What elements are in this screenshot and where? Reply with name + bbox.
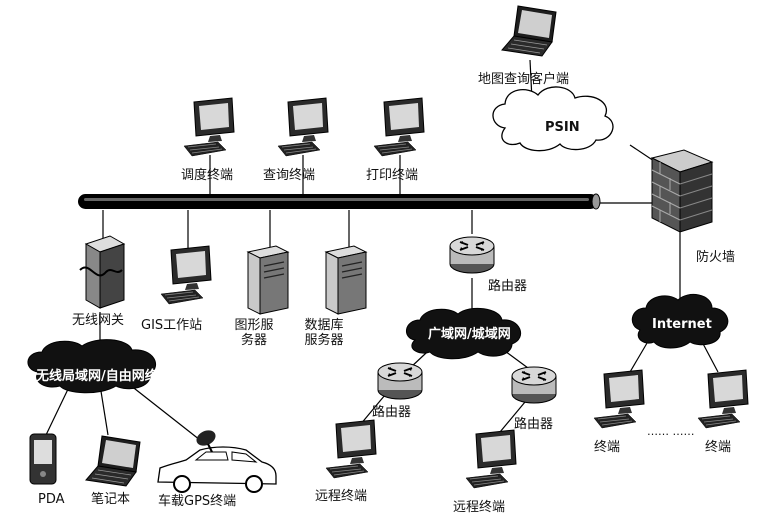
- database-server-label: 数据库服务器: [304, 318, 344, 348]
- terminal-1-icon: [593, 369, 645, 429]
- graphics-server-label: 图形服务器: [234, 318, 274, 348]
- wlan-label: 无线局域网/自由网络: [36, 369, 158, 384]
- notebook-icon: [85, 435, 141, 487]
- internet-label: Internet: [652, 317, 712, 332]
- terminal-2-label: 终端: [705, 440, 732, 455]
- remote-terminal-2-icon: [465, 429, 517, 489]
- firewall-icon: [650, 149, 714, 233]
- router-right-icon: [511, 366, 557, 404]
- router-left-icon: [377, 362, 423, 400]
- wireless-gateway-label: 无线网关: [72, 313, 125, 328]
- dispatch-terminal-icon: [183, 97, 235, 157]
- print-terminal-label: 打印终端: [366, 168, 419, 183]
- map-client-laptop-icon: [501, 5, 557, 57]
- database-server-icon: [325, 245, 367, 315]
- terminal-2-icon: [697, 369, 749, 429]
- dispatch-terminal-label: 调度终端: [181, 168, 234, 183]
- terminal-1-label: 终端: [594, 440, 621, 455]
- query-terminal-icon: [277, 97, 329, 157]
- notebook-label: 笔记本: [91, 492, 131, 507]
- remote-terminal-2-label: 远程终端: [453, 500, 506, 515]
- query-terminal-label: 查询终端: [263, 168, 316, 183]
- print-terminal-icon: [373, 97, 425, 157]
- map-client-label: 地图查询客户端: [478, 72, 570, 87]
- wireless-gateway-icon: [79, 235, 126, 309]
- router-left-label: 路由器: [372, 405, 412, 420]
- firewall-label: 防火墙: [696, 250, 736, 265]
- gis-workstation-label: GIS工作站: [141, 318, 203, 333]
- router-right-label: 路由器: [514, 417, 554, 432]
- pda-icon: [29, 433, 57, 485]
- router-top-label: 路由器: [488, 279, 528, 294]
- car-gps-icon: [157, 430, 277, 493]
- pda-label: PDA: [38, 492, 65, 507]
- remote-terminal-1-label: 远程终端: [315, 489, 368, 504]
- car-gps-label: 车载GPS终端: [158, 494, 237, 509]
- ellipsis-label: …… ……: [647, 425, 695, 438]
- graphics-server-icon: [247, 245, 289, 315]
- wan-label: 广域网/城域网: [428, 327, 511, 342]
- psin-label: PSIN: [545, 120, 580, 135]
- remote-terminal-1-icon: [325, 419, 377, 479]
- router-top-icon: [449, 236, 495, 274]
- gis-workstation-icon: [160, 245, 212, 305]
